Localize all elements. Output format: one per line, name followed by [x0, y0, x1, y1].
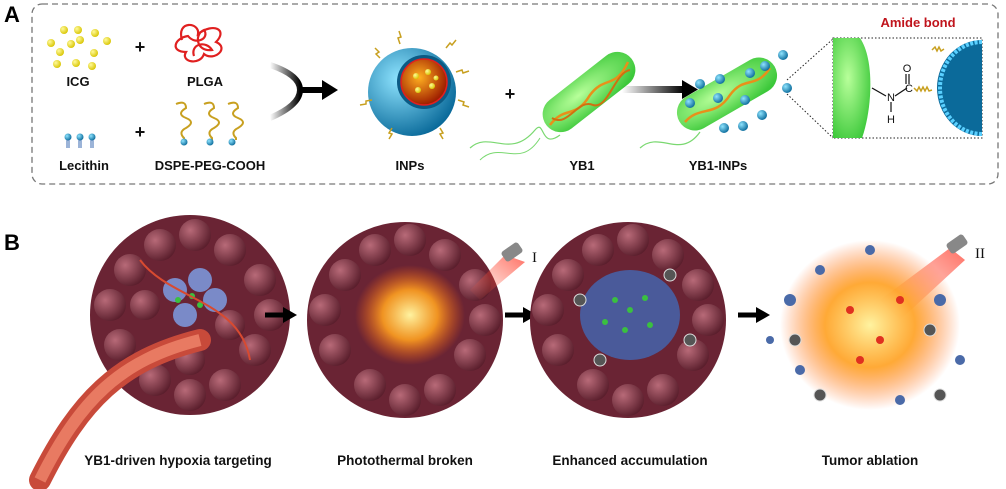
- tumor-stage-enhanced-accumulation: [530, 222, 726, 418]
- tumor-stage-photothermal: [307, 222, 525, 418]
- atom-nitrogen: N: [887, 92, 895, 104]
- icg-molecules: [47, 26, 111, 70]
- atom-oxygen: O: [903, 63, 912, 75]
- plus-sign: +: [135, 37, 146, 57]
- amide-bond-title: Amide bond: [880, 15, 955, 30]
- yb1-bacterium: [469, 51, 636, 161]
- plga-polymer: [174, 23, 223, 63]
- inps-label: INPs: [396, 158, 425, 173]
- yb1-inps-label: YB1-INPs: [689, 158, 748, 173]
- zoom-lines: [786, 38, 834, 139]
- merge-arrow: [268, 62, 338, 121]
- arrow-right: [265, 307, 297, 323]
- dspe-peg-cooh-label: DSPE-PEG-COOH: [155, 158, 266, 173]
- tumor-stage-hypoxia-targeting: [29, 215, 290, 489]
- icg-label: ICG: [66, 74, 89, 89]
- panel-a-label: A: [4, 2, 20, 27]
- atom-carbon: C: [905, 83, 913, 95]
- stage-caption-photothermal: Photothermal broken: [337, 453, 473, 468]
- laser-label-i: I: [532, 250, 537, 266]
- tumor-stage-ablation: [766, 234, 968, 410]
- amide-bond-inset: [832, 37, 983, 139]
- arrow-right: [738, 307, 770, 323]
- plga-label: PLGA: [187, 74, 224, 89]
- stage-caption-accumulation: Enhanced accumulation: [552, 453, 707, 468]
- inps-nanoparticle: [359, 30, 470, 140]
- stage-caption-ablation: Tumor ablation: [822, 453, 919, 468]
- yb1-label: YB1: [569, 158, 594, 173]
- lecithin-label: Lecithin: [59, 158, 109, 173]
- dspe-peg-cooh-molecules: [175, 101, 244, 146]
- plus-sign: +: [505, 84, 516, 104]
- atom-hydrogen: H: [887, 114, 895, 126]
- lecithin-molecules: [64, 133, 96, 148]
- arrow-right: [505, 307, 537, 323]
- laser-label-ii: II: [975, 246, 985, 262]
- panel-a-frame: [31, 3, 999, 185]
- conjugation-arrow: [622, 80, 698, 99]
- yb1-inps-conjugate: [639, 50, 792, 149]
- panel-b-label: B: [4, 230, 20, 255]
- plus-sign: +: [135, 122, 146, 142]
- stage-caption-hypoxia-targeting: YB1-driven hypoxia targeting: [84, 453, 272, 468]
